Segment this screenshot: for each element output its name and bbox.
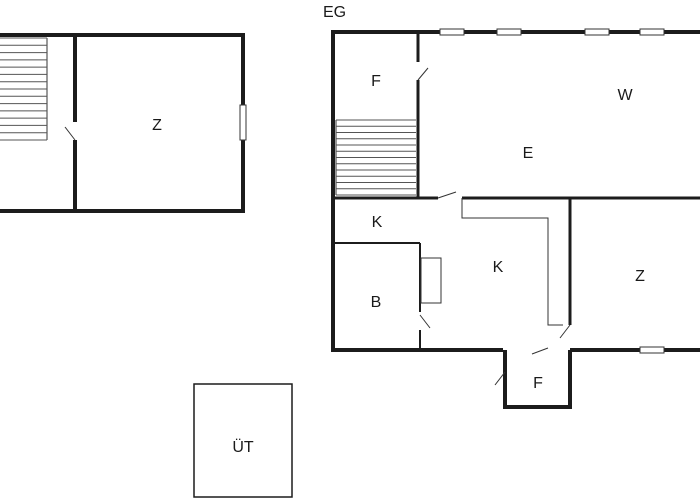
room-k-label: K [493, 259, 504, 276]
room-f-top-label: F [371, 73, 381, 90]
corridor-outline [461, 198, 563, 326]
ground-floor-staircase [335, 119, 416, 196]
upper-room-z-label: Z [152, 117, 162, 134]
outbuilding-plan: ÜT [193, 383, 293, 498]
room-z-label: Z [635, 268, 645, 285]
upper-floor-door-icon [64, 126, 76, 141]
door-icon [437, 191, 457, 199]
door-icon [417, 67, 429, 81]
window-icon [496, 28, 522, 36]
kitchen-counter-icon [420, 257, 442, 304]
window-icon [584, 28, 610, 36]
room-w-label: W [617, 87, 633, 104]
ground-floor-outer-wall-left [331, 30, 700, 352]
floor-label-eg: EG [323, 4, 346, 21]
outbuilding-label: ÜT [232, 438, 254, 456]
upper-floor-window-icon [239, 104, 247, 141]
door-icon [559, 324, 571, 339]
upper-floor-outer-wall [0, 33, 245, 213]
door-icon [494, 371, 506, 386]
window-icon [639, 346, 665, 354]
window-icon [639, 28, 665, 36]
ground-floor-plan: F W E K K Z B F [331, 28, 700, 409]
room-k-small-label: K [372, 214, 383, 231]
upper-floor-staircase [0, 37, 48, 141]
room-b-label: B [371, 294, 382, 311]
upper-floor-plan: Z [0, 33, 247, 213]
door-icon [531, 347, 549, 355]
room-e-label: E [523, 145, 534, 162]
outbuilding-outline [193, 383, 293, 498]
room-f-bottom-label: F [533, 375, 543, 392]
porch-walls [503, 350, 572, 409]
window-icon [439, 28, 465, 36]
door-icon [419, 314, 431, 329]
